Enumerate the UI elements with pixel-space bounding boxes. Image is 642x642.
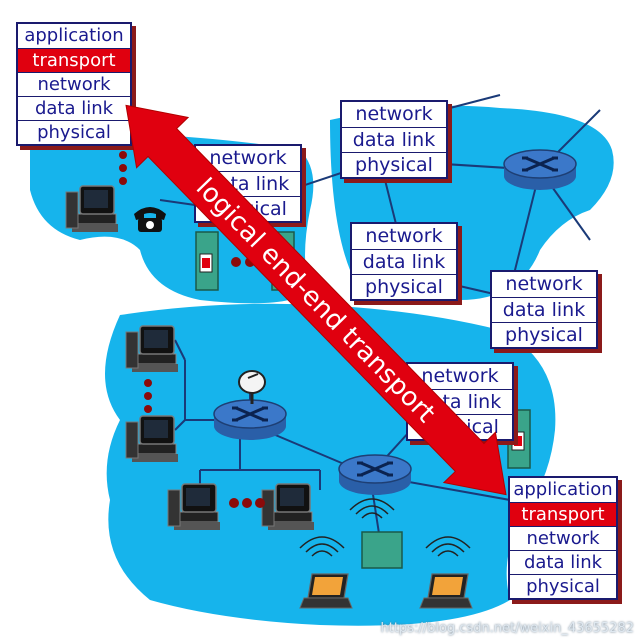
router-icon (502, 148, 578, 192)
telephone-icon (134, 122, 166, 147)
wireless-access-point-icon (361, 531, 403, 569)
data-link-layer: data link (492, 297, 596, 322)
modem-icon (195, 231, 219, 291)
router-stack-bottom-center: network data link physical (406, 362, 514, 441)
physical-layer: physical (492, 322, 596, 347)
network-layer: network (355, 103, 433, 125)
data-link-layer: data link (18, 96, 130, 120)
telephone-icon (134, 207, 166, 232)
modem-icon (271, 231, 295, 291)
router-stack-top-center: network data link physical (340, 100, 448, 179)
network-layer: network (421, 365, 499, 387)
data-link-layer: data link (196, 171, 300, 196)
physical-layer: physical (408, 414, 512, 439)
data-link-layer: data link (342, 127, 446, 152)
application-layer: application (24, 25, 124, 46)
network-layer: network (365, 225, 443, 247)
watermark: https://blog.csdn.net/weixin_43655282 (380, 621, 634, 636)
transport-layer: transport (18, 48, 130, 72)
network-layer: network (505, 273, 583, 295)
transport-layer: transport (510, 502, 616, 526)
computer-icon (125, 415, 179, 463)
application-layer: application (513, 479, 613, 500)
data-link-layer: data link (352, 249, 456, 274)
router-stack-left: network data link physical (194, 144, 302, 223)
router-icon (337, 453, 413, 497)
physical-layer: physical (342, 152, 446, 177)
network-layer: network (510, 526, 616, 550)
data-link-layer: data link (510, 550, 616, 574)
host-stack-top-left: application transport network data link … (16, 22, 132, 146)
computer-icon (261, 483, 315, 531)
router-stack-mid-center: network data link physical (350, 222, 458, 301)
router-icon (212, 398, 288, 442)
data-link-layer: data link (408, 389, 512, 414)
network-layer: network (209, 147, 287, 169)
physical-layer: physical (196, 196, 300, 221)
computer-icon (167, 483, 221, 531)
network-layer: network (18, 72, 130, 96)
host-stack-bottom-right: application transport network data link … (508, 476, 618, 600)
physical-layer: physical (510, 574, 616, 598)
physical-layer: physical (352, 274, 456, 299)
router-stack-right: network data link physical (490, 270, 598, 349)
computer-icon (125, 325, 179, 373)
computer-icon (65, 185, 119, 233)
physical-layer: physical (18, 120, 130, 144)
